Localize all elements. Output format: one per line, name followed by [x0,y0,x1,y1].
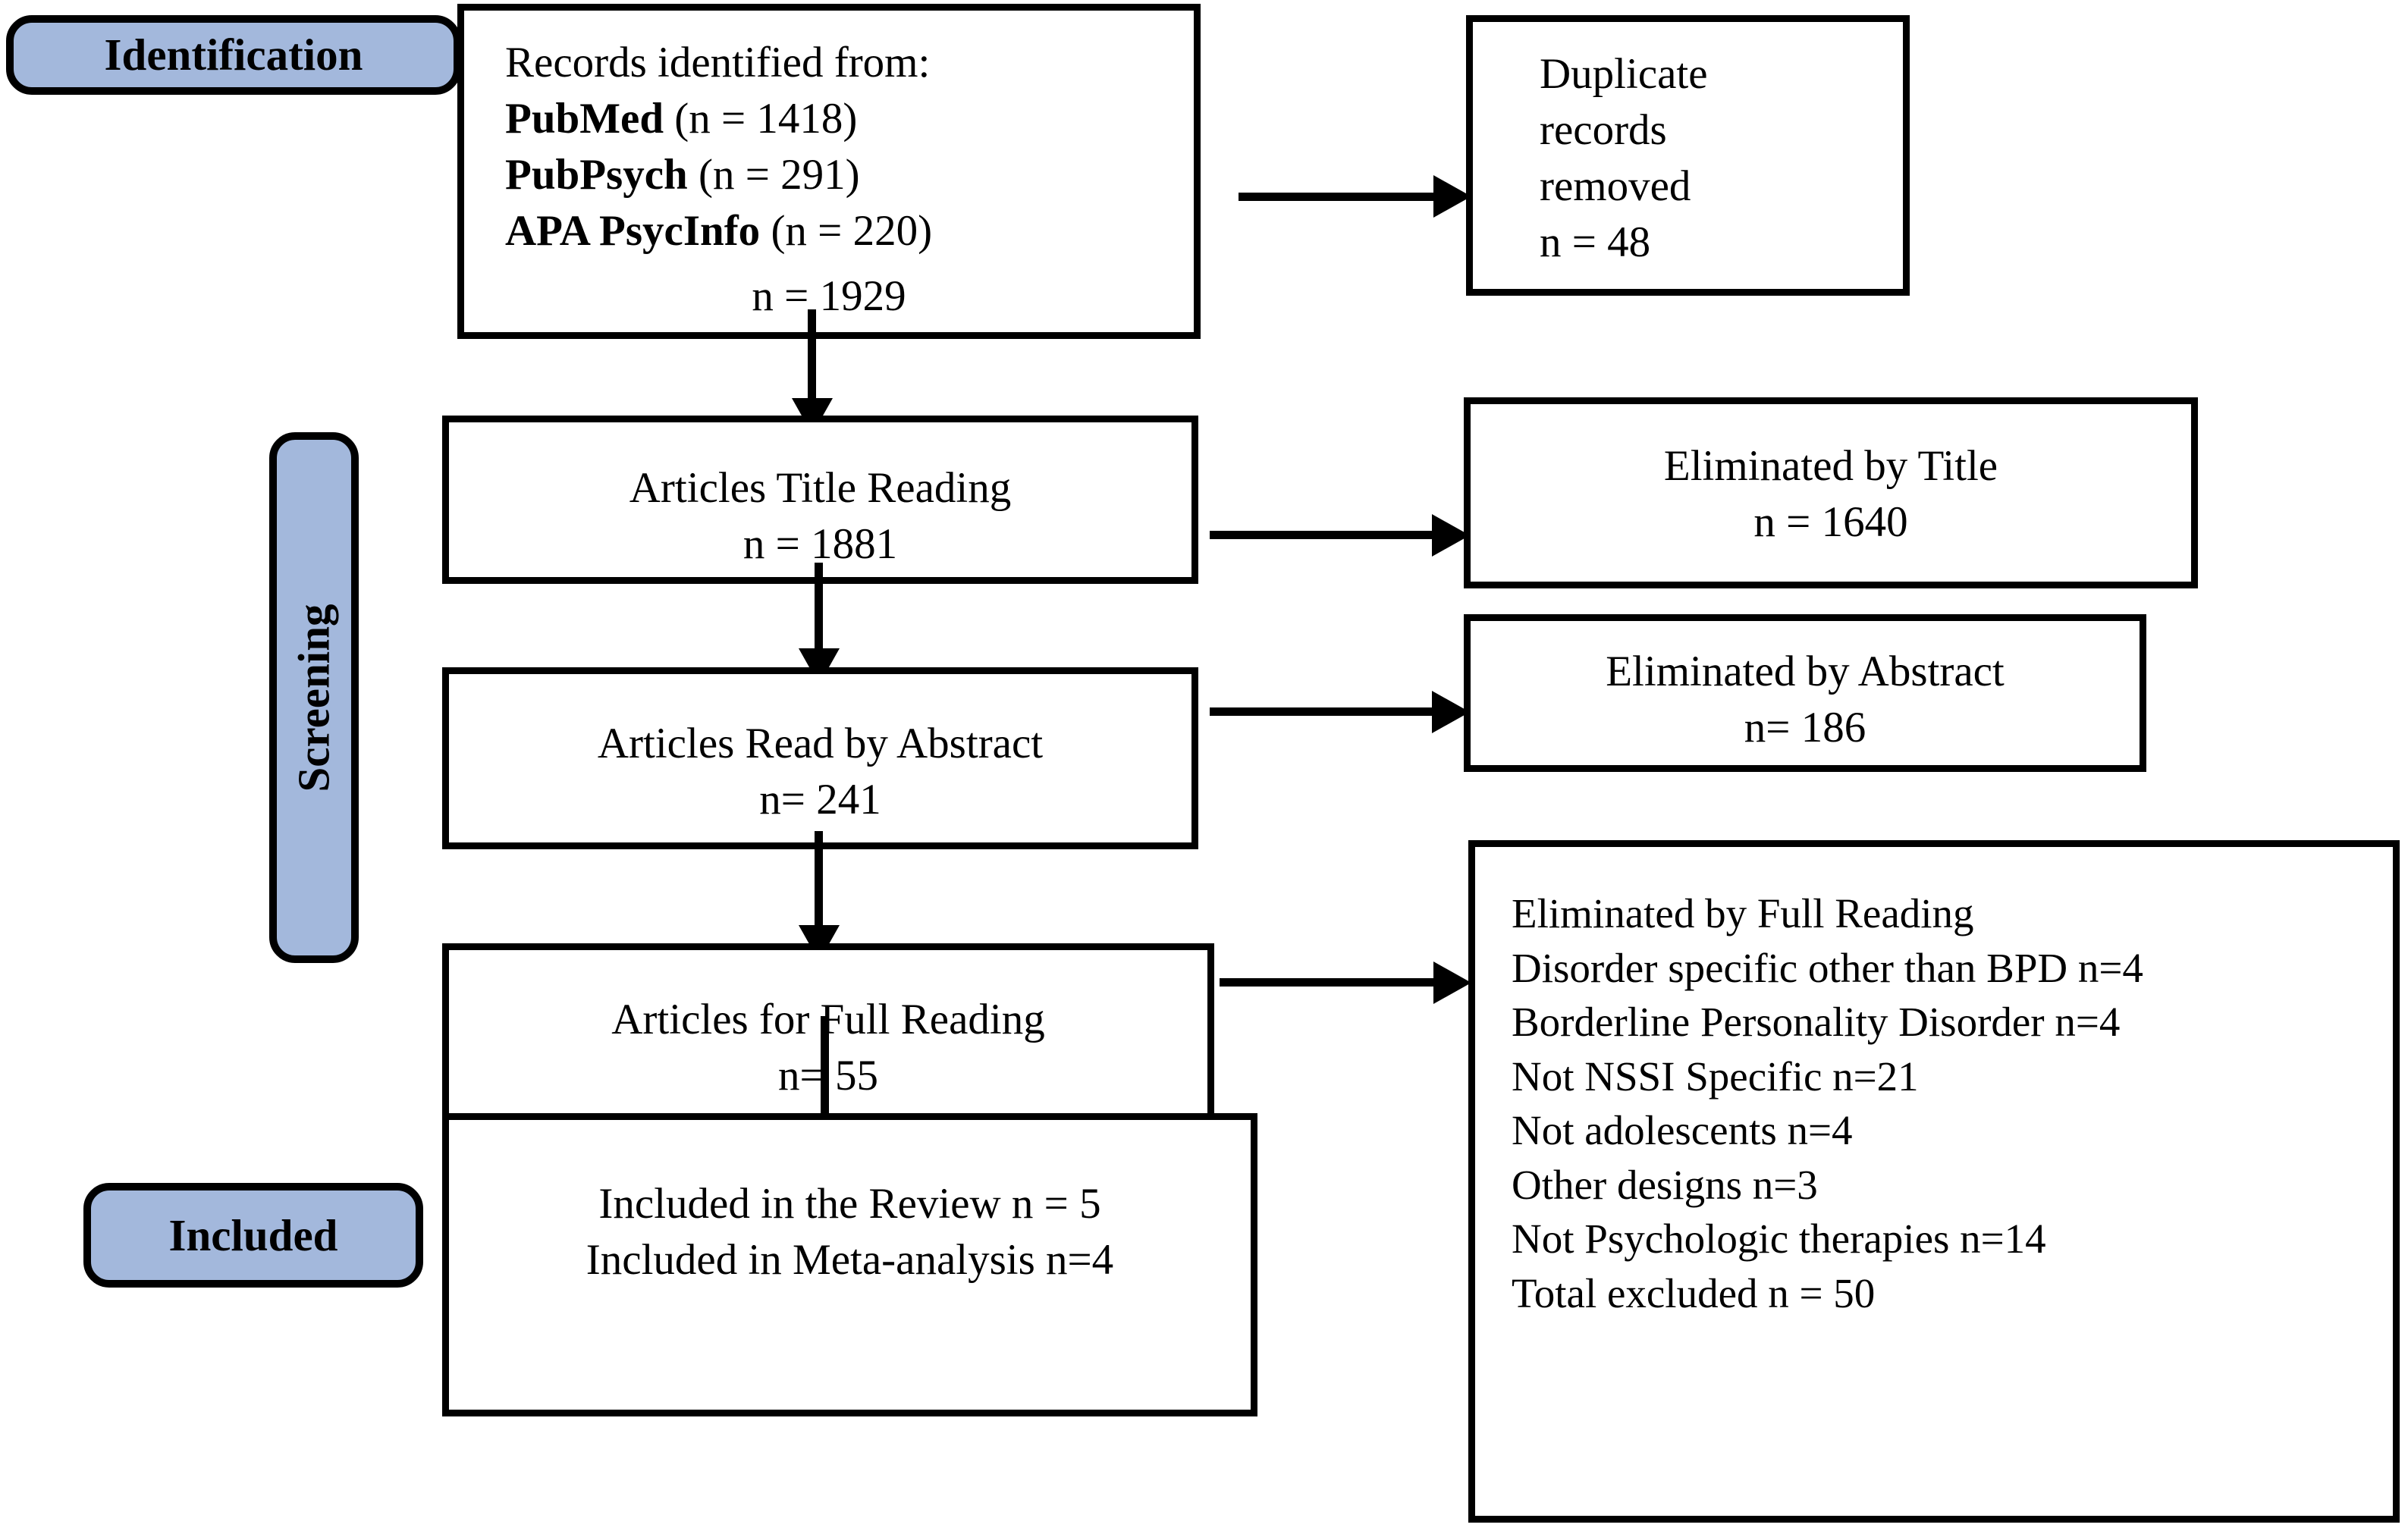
records-total: n = 1929 [752,272,906,320]
box-abstract-reading: Articles Read by Abstract n= 241 [442,667,1198,849]
connector-abstract-to-eliminated-abstract [1210,707,1437,716]
arrowhead-title-to-eliminated-title [1432,514,1470,557]
stage-label-identification-text: Identification [104,30,363,80]
excluded-reason-2: Borderline Personality Disorder n=4 [1512,999,2121,1045]
duplicates-line-4: n = 48 [1540,218,1651,267]
stage-label-included-text: Included [168,1209,338,1260]
records-heading: Records identified from: [505,39,931,86]
connector-records-to-title-reading [808,309,816,425]
source-db-2: APA PsycInfo [505,207,761,256]
source-count-0: (n = 1418) [674,95,858,143]
eliminated-abstract-line-2: n= 186 [1744,704,1866,752]
connector-title-to-eliminated-title [1210,531,1437,539]
stage-label-screening: Screening [269,432,359,963]
excluded-reason-5: Other designs n=3 [1512,1161,1818,1208]
included-final-line-2: Included in Meta-analysis n=4 [586,1236,1114,1285]
excluded-reason-0: Eliminated by Full Reading [1512,890,1974,936]
excluded-reason-4: Not adolescents n=4 [1512,1107,1853,1153]
arrowhead-records-to-duplicates [1433,175,1471,218]
box-records-identified: Records identified from: PubMed (n = 141… [457,4,1201,339]
eliminated-title-line-2: n = 1640 [1753,498,1908,547]
eliminated-abstract-line-1: Eliminated by Abstract [1606,648,2005,695]
connector-title-to-abstract [815,563,823,675]
excluded-reason-6: Not Psychologic therapies n=14 [1512,1216,2046,1262]
stage-label-screening-text: Screening [288,603,339,792]
excluded-reason-1: Disorder specific other than BPD n=4 [1512,944,2143,991]
source-count-1: (n = 291) [698,151,860,199]
connector-full-reading-to-included [821,1016,829,1175]
abstract-reading-line-1: Articles Read by Abstract [597,720,1044,767]
title-reading-line-2: n = 1881 [742,520,898,569]
box-eliminated-full-reading: Eliminated by Full Reading Disorder spec… [1468,840,2400,1523]
connector-full-reading-to-excluded [1220,978,1439,987]
source-db-1: PubPsych [505,151,688,199]
box-duplicates-removed: Duplicate records removed n = 48 [1466,15,1910,296]
source-db-0: PubMed [505,95,664,143]
box-eliminated-by-title: Eliminated by Title n = 1640 [1464,397,2198,588]
stage-label-identification: Identification [6,15,461,95]
duplicates-line-2: records [1540,106,1667,155]
excluded-reason-3: Not NSSI Specific n=21 [1512,1052,1919,1100]
eliminated-title-line-1: Eliminated by Title [1663,442,1998,490]
abstract-reading-line-2: n= 241 [759,776,881,824]
source-count-2: (n = 220) [771,207,933,256]
box-eliminated-by-abstract: Eliminated by Abstract n= 186 [1464,614,2146,772]
included-final-line-1: Included in the Review n = 5 [598,1180,1101,1228]
connector-abstract-to-full-reading [815,831,823,952]
stage-label-included: Included [83,1183,423,1288]
arrowhead-full-reading-to-excluded [1433,961,1471,1004]
duplicates-line-1: Duplicate [1540,50,1708,98]
box-included-final: Included in the Review n = 5 Included in… [442,1113,1257,1416]
box-title-reading: Articles Title Reading n = 1881 [442,416,1198,584]
duplicates-line-3: removed [1540,162,1691,211]
connector-records-to-duplicates [1239,193,1436,201]
arrowhead-abstract-to-eliminated-abstract [1432,691,1470,733]
title-reading-line-1: Articles Title Reading [629,464,1012,512]
excluded-total: Total excluded n = 50 [1512,1269,1876,1316]
